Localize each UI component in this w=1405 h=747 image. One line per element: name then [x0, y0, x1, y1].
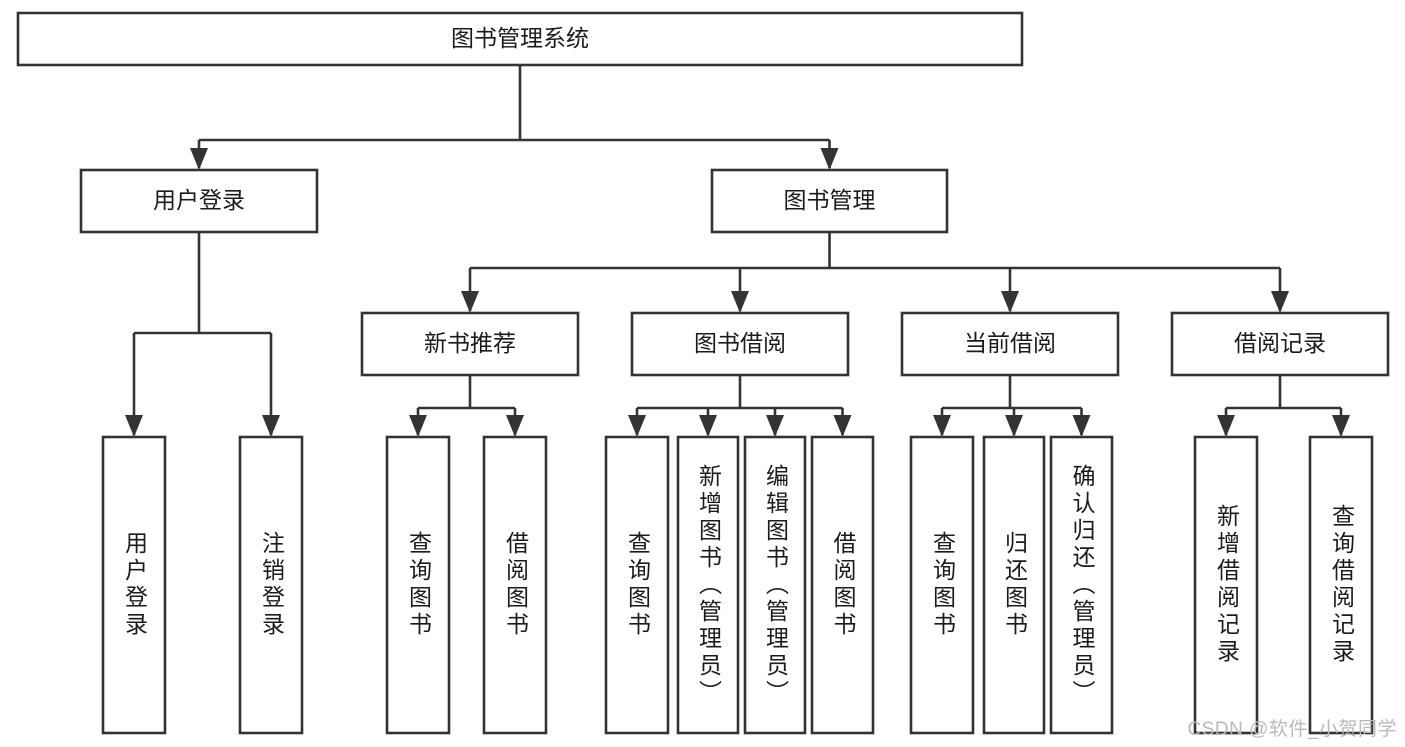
leaf-node-box-3[interactable] [482, 435, 548, 735]
leaf-node-box-11[interactable] [1193, 435, 1259, 735]
arrow-to-leaf-1 [262, 415, 280, 437]
arrow-to-level3-3 [1271, 291, 1289, 313]
arrow-to-level3-2 [1001, 291, 1019, 313]
level2-node-label-0: 用户登录 [153, 187, 245, 213]
arrow-to-leaf-5 [699, 415, 717, 437]
arrow-to-leaf-10 [1072, 415, 1091, 437]
leaf-node-box-7[interactable] [810, 435, 875, 735]
connector-lines-layer [125, 65, 1350, 437]
arrow-to-leaf-4 [628, 415, 646, 437]
arrow-to-leaf-0 [125, 415, 143, 437]
level3-node-label-3: 借阅记录 [1234, 330, 1326, 356]
node-boxes-layer [16, 11, 1390, 735]
leaf-node-box-2[interactable] [385, 435, 451, 735]
arrow-to-leaf-6 [766, 415, 784, 437]
level2-node-box-0[interactable] [79, 168, 319, 234]
level3-node-box-2[interactable] [900, 311, 1120, 377]
leaf-node-box-0[interactable] [101, 435, 167, 735]
arrow-to-level3-1 [731, 291, 749, 313]
leaf-node-box-1[interactable] [238, 435, 304, 735]
arrow-to-leaf-2 [409, 415, 427, 437]
watermark-text: CSDN @软件_小贺同学 [1187, 719, 1397, 740]
level3-node-box-3[interactable] [1170, 311, 1390, 377]
leaf-node-box-12[interactable] [1308, 435, 1374, 735]
level2-node-box-1[interactable] [710, 168, 949, 234]
level3-node-box-1[interactable] [630, 311, 850, 377]
level3-node-label-1: 图书借阅 [694, 330, 786, 356]
arrow-to-leaf-8 [933, 415, 951, 437]
arrow-to-leaf-7 [833, 415, 852, 437]
arrow-to-level2-0 [190, 148, 208, 170]
arrow-to-leaf-3 [506, 415, 524, 437]
leaf-node-box-10[interactable] [1049, 435, 1114, 735]
level3-node-label-2: 当前借阅 [964, 330, 1056, 356]
level2-node-label-1: 图书管理 [784, 187, 876, 213]
arrow-to-leaf-11 [1217, 415, 1235, 437]
arrow-to-level2-1 [820, 148, 839, 170]
root-node-label-0: 图书管理系统 [451, 25, 589, 51]
arrow-to-level3-0 [461, 291, 479, 313]
leaf-node-box-5[interactable] [676, 435, 740, 735]
leaf-node-box-9[interactable] [982, 435, 1046, 735]
level3-node-label-0: 新书推荐 [424, 330, 516, 356]
leaf-node-box-6[interactable] [743, 435, 807, 735]
arrow-to-leaf-12 [1332, 415, 1350, 437]
root-node-box-0[interactable] [16, 11, 1024, 67]
arrow-to-leaf-9 [1005, 415, 1023, 437]
leaf-node-box-8[interactable] [909, 435, 975, 735]
leaf-node-box-4[interactable] [604, 435, 670, 735]
level3-node-box-0[interactable] [360, 311, 580, 377]
